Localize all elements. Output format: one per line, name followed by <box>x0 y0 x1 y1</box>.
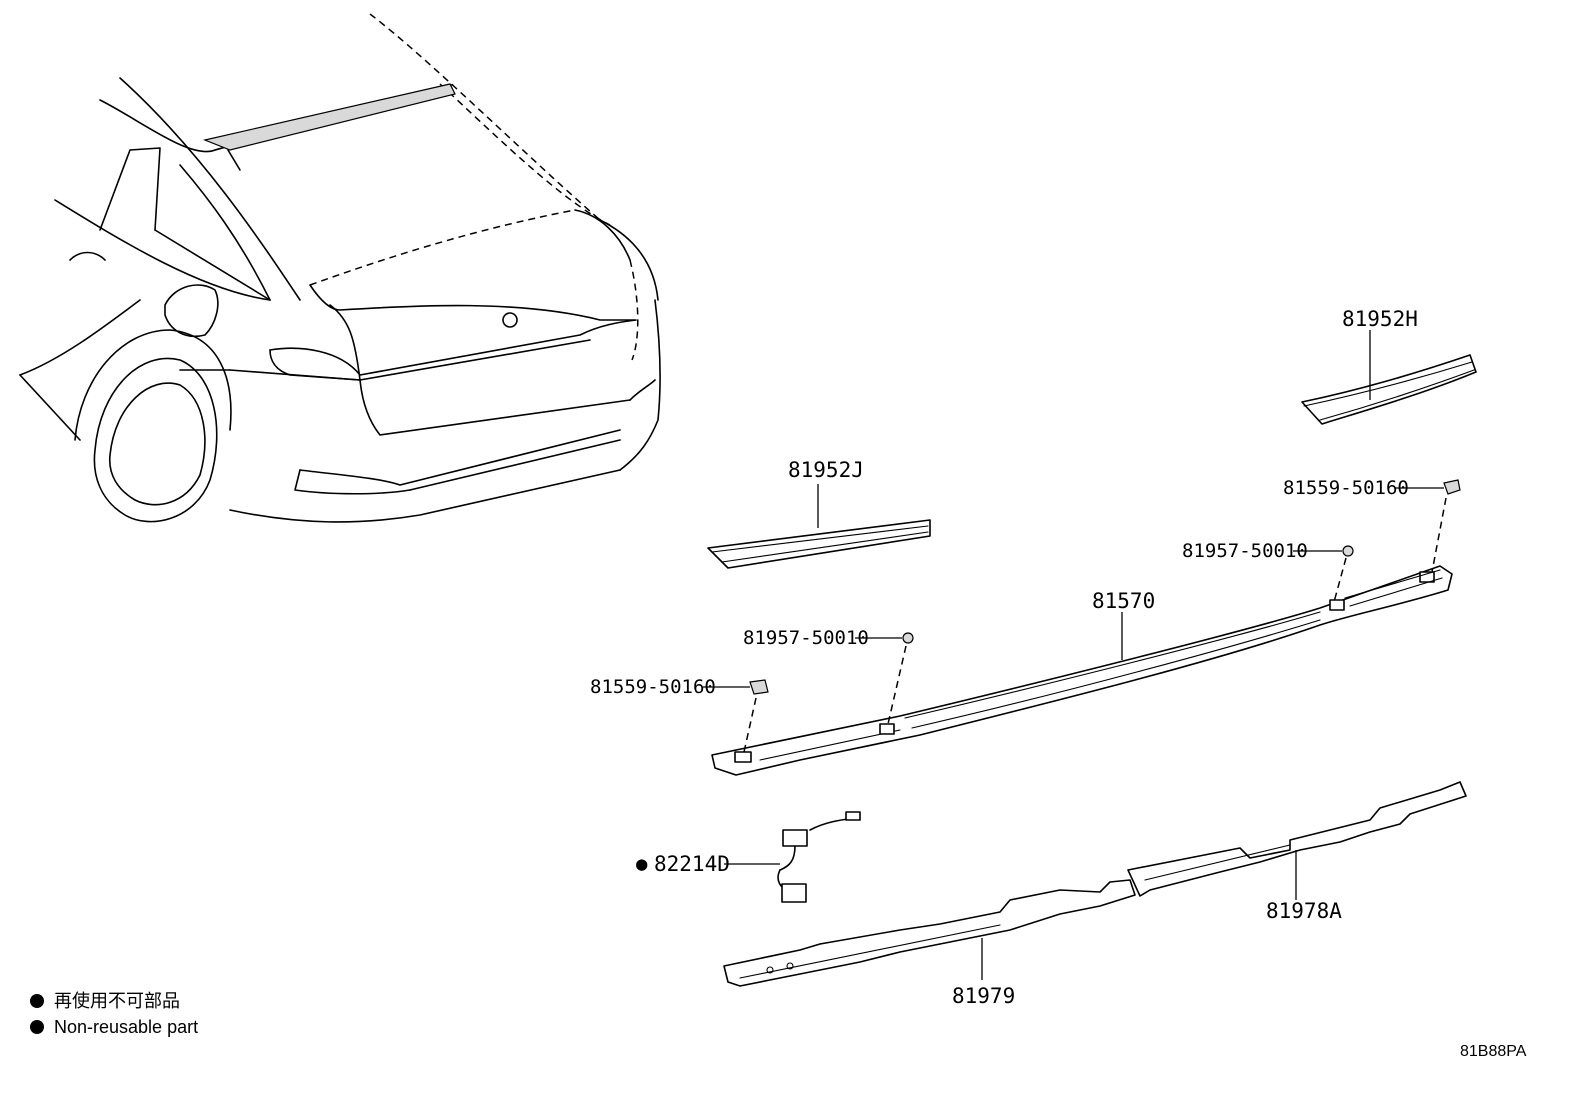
part-81570 <box>711 565 1453 776</box>
label-81559-right: 81559-50160 <box>1283 477 1409 499</box>
diagram-code: 81B88PA <box>1460 1043 1527 1060</box>
part-82214D <box>724 811 861 903</box>
label-81952H: 81952H <box>1342 307 1418 331</box>
label-81979: 81979 <box>952 984 1015 1008</box>
label-81957-right: 81957-50010 <box>1182 540 1308 562</box>
legend-bullet-icon <box>30 994 44 1008</box>
label-81952J: 81952J <box>788 458 864 482</box>
label-81570: 81570 <box>1092 589 1155 613</box>
clip-icon-left <box>703 679 769 753</box>
clip-icon-right <box>1395 479 1461 573</box>
legend-bullet-icon-2 <box>30 1020 44 1034</box>
legend-english: Non-reusable part <box>54 1017 198 1037</box>
part-81952J <box>707 484 931 569</box>
part-81979 <box>723 879 1136 987</box>
part-81978A <box>1127 781 1467 900</box>
label-81559-left: 81559-50160 <box>590 676 716 698</box>
bullet-82214D: ● <box>636 853 648 875</box>
part-81952H <box>1301 330 1477 425</box>
label-82214D: 82214D <box>654 852 730 876</box>
car-rear-illustration <box>19 13 661 523</box>
label-81957-left: 81957-50010 <box>743 627 869 649</box>
screw-icon-left <box>855 632 914 725</box>
label-81978A: 81978A <box>1266 899 1342 923</box>
screw-icon-right <box>1293 545 1354 603</box>
legend-japanese: 再使用不可部品 <box>54 991 180 1011</box>
legend: 再使用不可部品 Non-reusable part <box>30 991 198 1037</box>
